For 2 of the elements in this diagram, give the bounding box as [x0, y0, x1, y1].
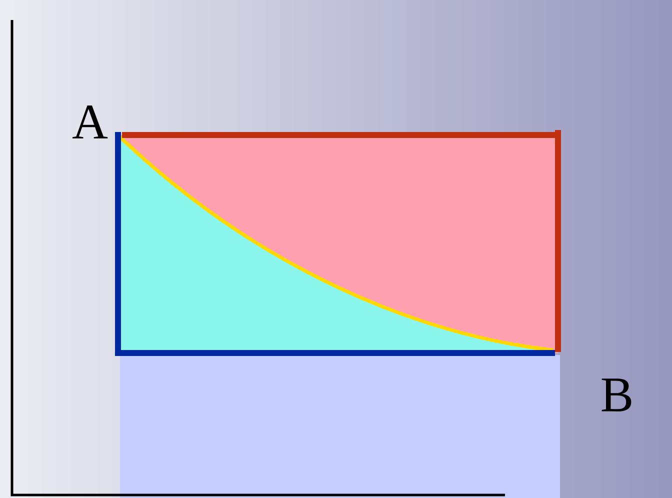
- point-label: B: [602, 378, 632, 412]
- point-label: A: [72, 106, 108, 138]
